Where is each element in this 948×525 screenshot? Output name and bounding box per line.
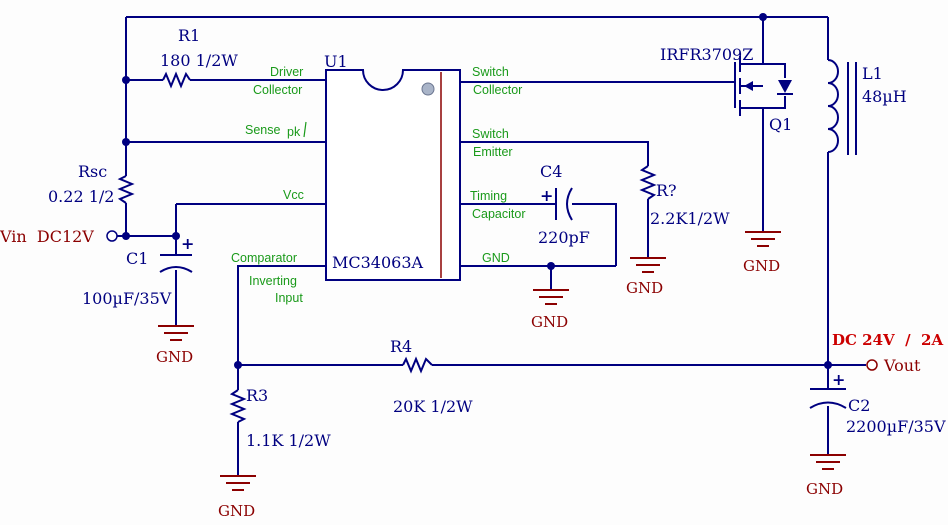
q1-mosfet-symbol (734, 56, 793, 116)
gnd-label-r3: GND (218, 502, 255, 520)
q1-source-wire (740, 107, 764, 232)
pin-label-vcc: Vcc (283, 188, 304, 202)
junction-dots (122, 13, 832, 369)
gnd-label-u1: GND (531, 313, 568, 331)
r3-resistor-symbol (229, 389, 247, 423)
ground-symbol-c1 (158, 325, 194, 341)
ground-symbol-c2 (810, 454, 846, 470)
pin-label-driver: Driver (270, 65, 303, 79)
rsc-value-label: 0.22 1/2 (48, 187, 114, 206)
pin-label-capacitor: Capacitor (472, 207, 526, 221)
ground-symbol-u1 (533, 289, 569, 305)
l1-inductor-symbol (827, 59, 857, 155)
q1-part-label: IRFR3709Z (660, 45, 753, 64)
pin-label-switch-emitter-2: Emitter (473, 145, 513, 159)
junction-dot (759, 13, 767, 21)
c2-value-label: 2200µF/35V (846, 417, 946, 436)
pin-label-pk: pk (287, 125, 301, 139)
ground-symbol-r3 (220, 475, 256, 491)
r4-resistor-symbol (402, 356, 433, 374)
r4-value-label: 20K 1/2W (393, 397, 473, 416)
wires (117, 16, 866, 476)
gnd-label-c1: GND (156, 348, 193, 366)
ground-symbol-q1 (745, 231, 781, 247)
gnd-label-c2: GND (806, 480, 843, 498)
l1-value-label: 48µH (862, 87, 907, 106)
output-spec-label: DC 24V / 2A (832, 331, 943, 349)
c4-capacitor-symbol (555, 187, 573, 221)
pin-label-sense: Sense (245, 123, 280, 137)
pin-label-inverting: Inverting (249, 274, 297, 288)
gnd-label-q1: GND (743, 257, 780, 275)
vin-terminal (106, 230, 118, 242)
comparator-wire (237, 265, 326, 390)
junction-dot (824, 361, 832, 369)
junction-dot (172, 232, 180, 240)
c1-capacitor-symbol (159, 254, 193, 273)
r-timing-resistor-symbol (639, 165, 657, 200)
ground-symbol-r-timing (630, 257, 666, 273)
junction-dot (234, 361, 242, 369)
r3-ref-label: R3 (246, 386, 268, 405)
gnd-label-r-timing: GND (626, 279, 663, 297)
junction-dot (122, 138, 130, 146)
pin-label-gnd: GND (482, 251, 510, 265)
vin-label: Vin DC12V (0, 227, 94, 246)
pin-label-timing: Timing (470, 189, 507, 203)
u1-part-label: MC34063A (332, 253, 424, 272)
switch-emitter-wire (460, 141, 649, 166)
c2-polarity-mark: + (832, 370, 845, 389)
c4-value-label: 220pF (538, 228, 590, 247)
c1-polarity-mark: + (181, 234, 194, 253)
u1-ic-package (325, 69, 461, 281)
q1-diode-top-wire (763, 63, 786, 78)
q1-ref-label: Q1 (769, 115, 792, 134)
c2-ref-label: C2 (848, 396, 870, 415)
pin-label-switch-emitter-1: Switch (472, 127, 509, 141)
pin-label-switch-collector-1: Switch (472, 65, 509, 79)
c2-capacitor-symbol (809, 388, 847, 409)
r1-value-label: 180 1/2W (160, 51, 238, 70)
pin-label-comparator: Comparator (231, 251, 297, 265)
q1-diode-bottom-wire (763, 96, 786, 109)
junction-dot (122, 76, 130, 84)
c4-right-wire (572, 203, 617, 266)
c1-value-label: 100µF/35V (82, 289, 172, 308)
sense-pk-tick (303, 121, 307, 138)
junction-dot (547, 262, 555, 270)
rsc-ref-label: Rsc (78, 162, 107, 181)
pin-label-input: Input (275, 291, 303, 305)
c1-ref-label: C1 (126, 249, 148, 268)
r-timing-value-label: 2.2K1/2W (650, 209, 730, 228)
c4-polarity-mark: + (540, 186, 553, 205)
l1-ref-label: L1 (862, 64, 883, 83)
u1-ref-label: U1 (324, 52, 348, 71)
vout-terminal (866, 359, 878, 371)
rsc-resistor-symbol (117, 175, 135, 204)
r4-ref-label: R4 (390, 337, 412, 356)
r1-resistor-symbol (162, 71, 191, 89)
c4-ref-label: C4 (540, 162, 562, 181)
r-timing-ref-label: R? (656, 181, 677, 200)
r3-value-label: 1.1K 1/2W (246, 431, 331, 450)
r1-ref-label: R1 (178, 26, 200, 45)
junction-dot (122, 232, 130, 240)
vout-label: Vout (883, 356, 921, 375)
pin-label-switch-collector-2: Collector (473, 83, 522, 97)
pin-label-collector: Collector (253, 83, 302, 97)
